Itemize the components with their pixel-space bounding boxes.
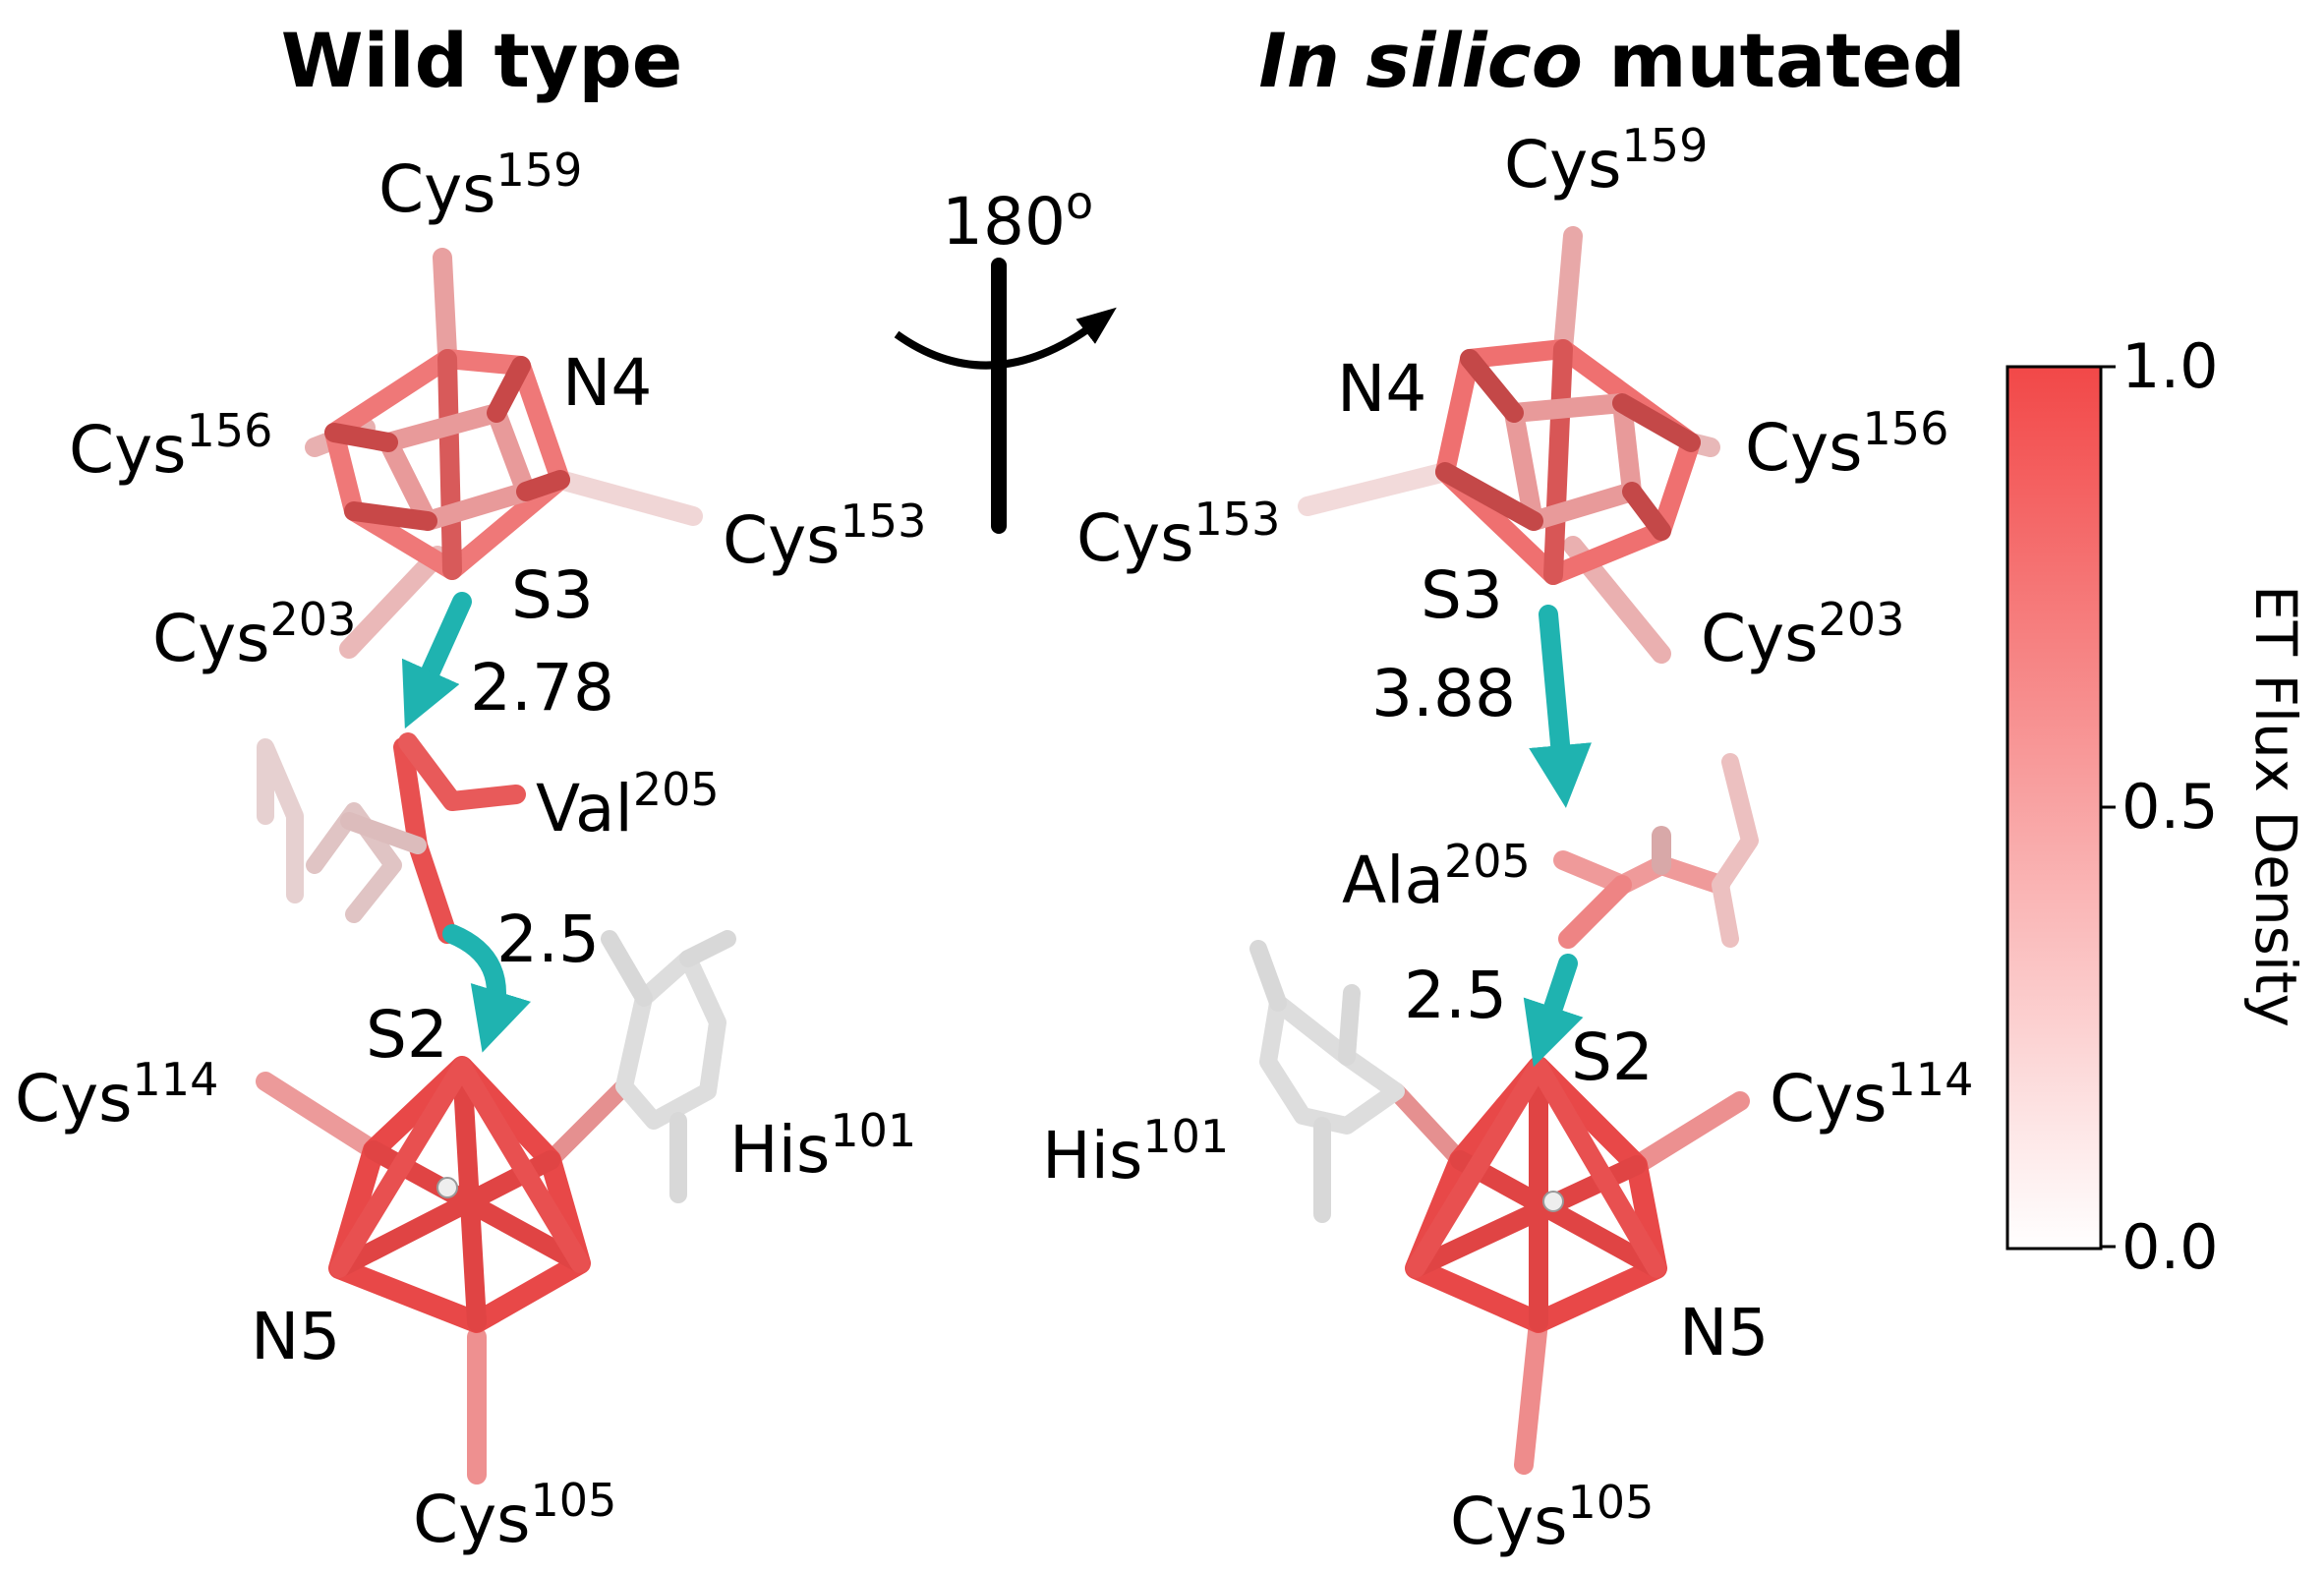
wt-label-val205: Val205 (536, 763, 720, 846)
mutated-structure (1249, 226, 1759, 1475)
wild-type-structure (256, 248, 736, 1485)
colorbar: 1.0 0.5 0.0 ET Flux Density (2005, 330, 2309, 1283)
mut-label-s3: S3 (1421, 557, 1503, 633)
mut-label-cys114: Cys114 (1770, 1053, 1973, 1136)
wt-label-n5: N5 (251, 1299, 340, 1374)
wt-label-cys105: Cys105 (413, 1474, 616, 1557)
wt-label-cys203: Cys203 (152, 593, 356, 676)
title-mutated-italic: In silico (1258, 17, 1583, 104)
mut-label-n5: N5 (1679, 1295, 1769, 1370)
title-mutated-rest: mutated (1583, 17, 1966, 104)
wt-label-dist-2-5: 2.5 (496, 902, 600, 977)
mut-label-s2: S2 (1571, 1020, 1654, 1095)
wt-label-cys153: Cys153 (723, 495, 926, 578)
colorbar-tick-mid: 0.5 (2121, 771, 2219, 843)
wt-label-cys159: Cys159 (378, 144, 582, 227)
mut-label-cys153: Cys153 (1076, 493, 1280, 576)
mut-label-dist-3-88: 3.88 (1371, 656, 1516, 731)
wt-label-cys156: Cys156 (69, 404, 272, 488)
wt-label-cys114: Cys114 (15, 1053, 218, 1136)
mut-label-dist-2-5: 2.5 (1404, 958, 1507, 1033)
wt-label-his101: His101 (729, 1104, 916, 1188)
rotation-label: 180o (942, 176, 1093, 260)
mutated-labels: Cys159 N4 Cys156 Cys153 S3 Cys203 3.88 A… (1042, 119, 1973, 1559)
wt-label-s2: S2 (366, 997, 448, 1073)
mut-label-ala205: Ala205 (1342, 835, 1531, 918)
mut-label-cys156: Cys156 (1745, 402, 1948, 486)
title-mutated: In silico mutated (1258, 17, 1965, 104)
wt-label-n4: N4 (562, 345, 652, 421)
mut-label-his101: His101 (1042, 1110, 1229, 1194)
colorbar-tick-high: 1.0 (2121, 330, 2219, 402)
colorbar-gradient (2005, 365, 2103, 1251)
wild-type-labels: Cys159 N4 Cys156 Cys153 S3 Cys203 2.78 V… (15, 144, 926, 1557)
rotation-symbol: 180o (894, 176, 1117, 534)
wt-label-dist-2-78: 2.78 (470, 650, 614, 726)
mut-label-cys105: Cys105 (1450, 1476, 1654, 1559)
mut-label-n4: N4 (1337, 351, 1426, 427)
wt-label-s3: S3 (511, 557, 594, 633)
colorbar-tick-low: 0.0 (2121, 1211, 2219, 1283)
colorbar-title: ET Flux Density (2242, 585, 2309, 1027)
mut-label-cys203: Cys203 (1701, 593, 1904, 676)
mut-label-cys159: Cys159 (1504, 119, 1708, 203)
title-wild-type: Wild type (281, 17, 683, 104)
